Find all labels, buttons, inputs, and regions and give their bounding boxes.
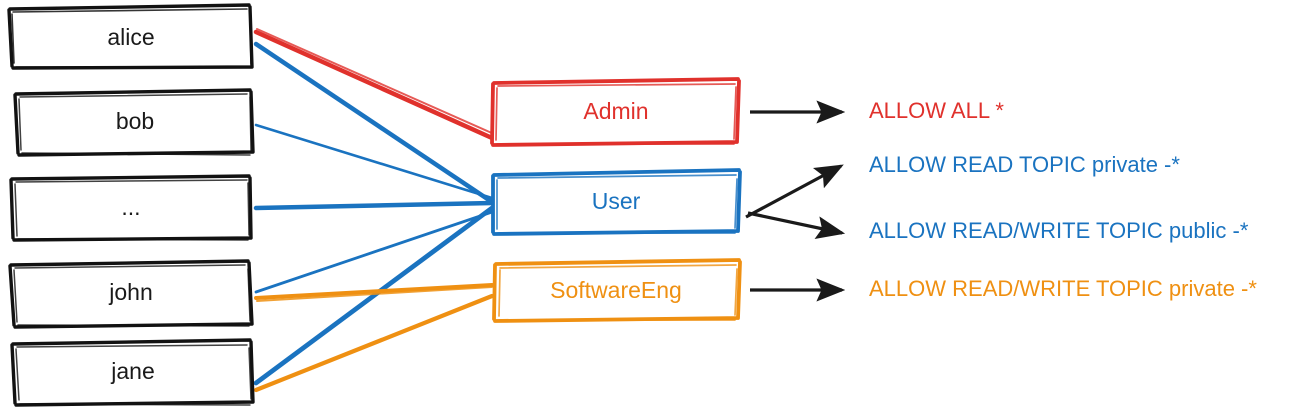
role-box-admin[interactable]: Admin xyxy=(490,77,741,147)
connector-alice-admin xyxy=(253,28,495,141)
connector-ellipsis-user xyxy=(253,200,495,211)
permission-readwrite-topic-private: ALLOW READ/WRITE TOPIC private -* xyxy=(869,276,1257,301)
user-box-ellipsis[interactable]: ... xyxy=(9,174,253,242)
user-box-jane[interactable]: jane xyxy=(10,338,255,407)
user-box-ellipsis-label: ... xyxy=(121,194,140,220)
connector-alice-user xyxy=(253,41,495,205)
role-box-admin-label: Admin xyxy=(583,98,648,124)
connector-john-user xyxy=(254,210,494,294)
role-box-softwareeng[interactable]: SoftwareEng xyxy=(492,258,742,323)
connector-jane-user xyxy=(253,205,495,386)
user-box-jane-label: jane xyxy=(110,358,154,384)
user-box-john[interactable]: john xyxy=(8,259,254,329)
role-box-softwareeng-label: SoftwareEng xyxy=(550,277,682,303)
role-box-user[interactable]: User xyxy=(491,168,742,236)
arrow-user-to-readwrite-public xyxy=(747,211,846,239)
user-box-john-label: john xyxy=(108,279,152,305)
connector-bob-user xyxy=(254,123,494,200)
permission-read-topic-private: ALLOW READ TOPIC private -* xyxy=(869,152,1180,177)
user-box-bob[interactable]: bob xyxy=(13,88,255,157)
connector-jane-softwareeng xyxy=(253,293,495,393)
permission-readwrite-topic-public: ALLOW READ/WRITE TOPIC public -* xyxy=(869,218,1249,243)
user-box-bob-label: bob xyxy=(116,108,154,134)
user-box-alice[interactable]: alice xyxy=(7,3,254,70)
permission-allow-all: ALLOW ALL * xyxy=(869,98,1004,123)
connector-john-softwareeng xyxy=(254,283,494,302)
user-box-alice-label: alice xyxy=(107,24,154,50)
arrow-user-to-read-private xyxy=(745,164,844,219)
role-box-user-label: User xyxy=(592,188,641,214)
